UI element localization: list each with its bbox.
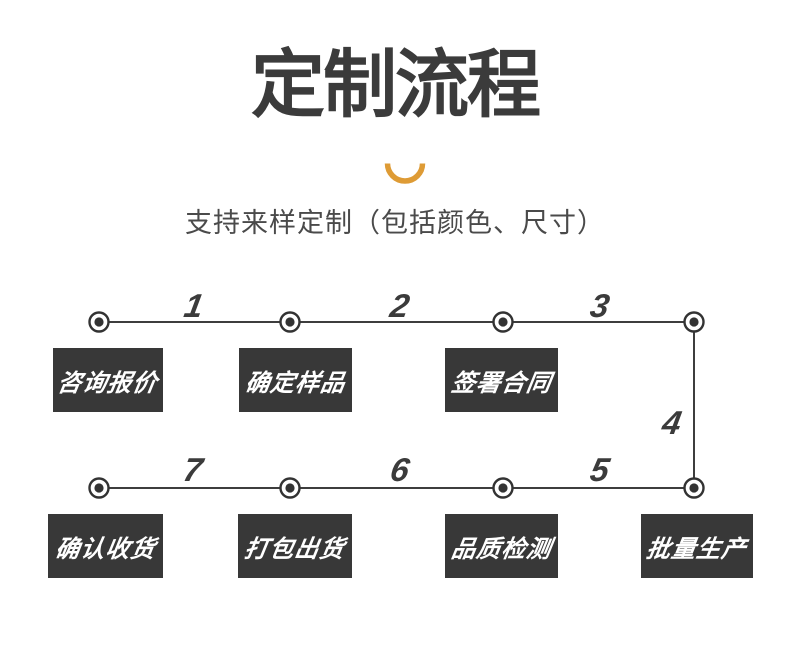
step-box-pack-ship: 打包出货 <box>238 514 352 578</box>
step-box-mass-production: 批量生产 <box>641 514 753 578</box>
flow-node <box>88 311 110 333</box>
step-label: 品质检测 <box>448 535 554 563</box>
step-box-confirm-receipt: 确认收货 <box>48 514 163 578</box>
flow-node <box>492 477 514 499</box>
step-label: 批量生产 <box>644 535 749 563</box>
page-title: 定制流程 <box>251 43 541 126</box>
step-box-sign-contract: 签署合同 <box>445 348 558 412</box>
step-label: 确认收货 <box>52 535 158 563</box>
flow-node <box>279 477 301 499</box>
step-label: 咨询报价 <box>55 369 160 397</box>
step-box-quality-inspection: 品质检测 <box>445 514 558 578</box>
step-label: 签署合同 <box>448 369 554 397</box>
step-label: 打包出货 <box>242 535 347 563</box>
step-box-confirm-sample: 确定样品 <box>239 348 352 412</box>
smile-arc-icon <box>382 160 428 188</box>
flow-node <box>683 311 705 333</box>
flow-node <box>279 311 301 333</box>
flow-node <box>88 477 110 499</box>
step-box-inquiry-quote: 咨询报价 <box>53 348 163 412</box>
flow-node <box>683 477 705 499</box>
step-label: 确定样品 <box>242 369 348 397</box>
flow-node <box>492 311 514 333</box>
page-subtitle: 支持来样定制（包括颜色、尺寸） <box>185 208 605 238</box>
